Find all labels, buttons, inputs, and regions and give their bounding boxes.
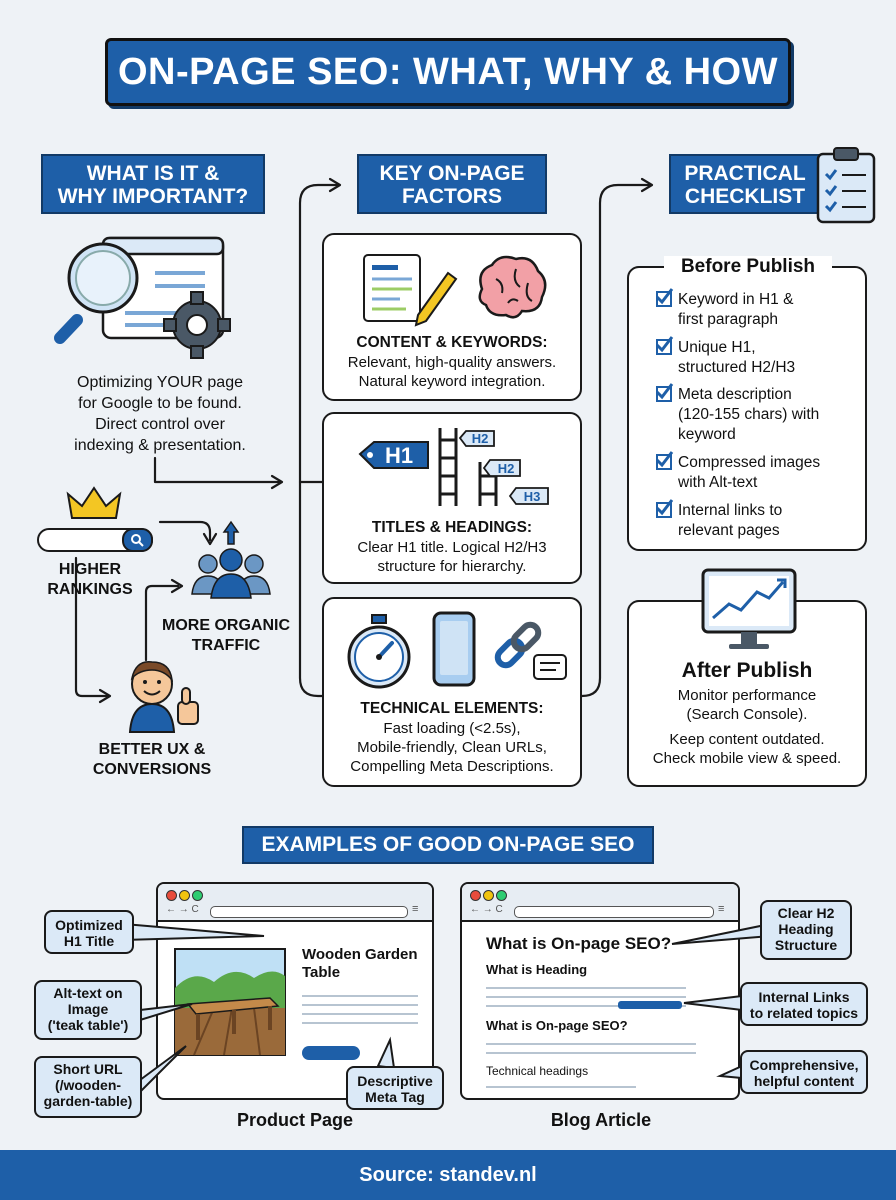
factor-technical-line: Compelling Meta Descriptions. bbox=[350, 758, 554, 775]
smartphone-icon bbox=[432, 611, 476, 687]
address-bar[interactable] bbox=[210, 906, 408, 918]
menu-icon[interactable]: ≡ bbox=[412, 903, 419, 915]
h2-tag-label: H2 bbox=[472, 431, 489, 446]
close-dot-icon[interactable] bbox=[470, 890, 481, 901]
people-icon bbox=[191, 520, 271, 599]
callout-clear-h2: Clear H2 Heading Structure bbox=[760, 900, 852, 960]
factor-card-content: CONTENT & KEYWORDS: Relevant, high-quali… bbox=[322, 233, 582, 401]
brain-icon bbox=[478, 255, 547, 319]
crown-icon bbox=[66, 486, 122, 519]
gear-icon bbox=[163, 291, 231, 359]
product-buy-button[interactable] bbox=[302, 1046, 360, 1060]
checklist-item: Internal links to relevant pages bbox=[655, 499, 888, 541]
checklist-item: Meta description (120-155 chars) with ke… bbox=[655, 383, 888, 445]
minimize-dot-icon[interactable] bbox=[179, 890, 190, 901]
callout-internal-links: Internal Links to related topics bbox=[740, 982, 868, 1026]
blog-sub-heading-1: What is Heading bbox=[486, 962, 588, 977]
chain-link-icon bbox=[494, 621, 567, 680]
factor-card-technical: TECHNICAL ELEMENTS: Fast loading (<2.5s)… bbox=[322, 597, 582, 787]
blog-sub-heading-3: Technical headings bbox=[486, 1064, 589, 1078]
blog-article-browser: ← → C ≡ What is On-page SEO? What is Hea… bbox=[460, 882, 740, 1100]
internal-link-highlight[interactable] bbox=[618, 1001, 682, 1009]
factor-content-line: Relevant, high-quality answers. bbox=[347, 354, 557, 371]
product-title: Wooden Garden bbox=[302, 946, 418, 963]
factor-content-title: CONTENT & KEYWORDS: bbox=[356, 334, 548, 351]
callout-short-url: Short URL (/wooden- garden-table) bbox=[34, 1056, 142, 1118]
page-title-banner: ON-PAGE SEO: WHAT, WHY & HOW bbox=[105, 38, 791, 106]
footer-source-text: Source: standev.nl bbox=[359, 1164, 537, 1186]
factor-content-line: Natural keyword integration. bbox=[358, 373, 546, 390]
blog-sub-heading-2: What is On-page SEO? bbox=[486, 1018, 628, 1033]
benefit-more-organic-traffic: MORE ORGANIC TRAFFIC bbox=[162, 617, 290, 654]
checklist-item: Keyword in H1 & first paragraph bbox=[655, 288, 888, 330]
minimize-dot-icon[interactable] bbox=[483, 890, 494, 901]
benefit-better-ux: BETTER UX & CONVERSIONS bbox=[92, 741, 212, 778]
monitor-chart-icon bbox=[701, 568, 797, 649]
smiley-thumbs-up-icon bbox=[128, 661, 199, 733]
col1-heading: WHAT IS IT & WHY IMPORTANT? bbox=[41, 154, 265, 214]
product-page-browser: ← → C ≡ Wooden Garden Table bbox=[156, 882, 434, 1100]
stopwatch-icon bbox=[347, 614, 411, 689]
h3-tag-label: H3 bbox=[524, 489, 541, 504]
product-page-caption: Product Page bbox=[236, 1110, 354, 1130]
factor-technical-line: Mobile-friendly, Clean URLs, bbox=[357, 739, 547, 756]
maximize-dot-icon[interactable] bbox=[192, 890, 203, 901]
menu-icon[interactable]: ≡ bbox=[718, 903, 725, 915]
factor-card-headings: H1 H2 H2 H3 TITLES & HEADINGS: Clear H1 … bbox=[322, 412, 582, 584]
ladder-icon: H1 H2 H2 H3 bbox=[358, 428, 549, 506]
product-image bbox=[174, 948, 286, 1056]
factor-headings-title: TITLES & HEADINGS: bbox=[371, 519, 533, 536]
checklist-item: Unique H1, structured H2/H3 bbox=[655, 336, 888, 378]
col2-heading: KEY ON-PAGE FACTORS bbox=[357, 154, 547, 214]
callout-optimized-h1: Optimized H1 Title bbox=[44, 910, 134, 954]
blog-h1: What is On-page SEO? bbox=[486, 934, 672, 953]
before-publish-title: Before Publish bbox=[664, 256, 832, 278]
address-bar[interactable] bbox=[514, 906, 714, 918]
nav-arrows-icon[interactable]: ← → C bbox=[470, 904, 503, 915]
nav-arrows-icon[interactable]: ← → C bbox=[166, 904, 199, 915]
factor-technical-line: Fast loading (<2.5s), bbox=[383, 720, 521, 737]
checklist-item: Compressed images with Alt-text bbox=[655, 451, 888, 493]
clipboard-icon bbox=[816, 147, 876, 224]
document-pencil-icon bbox=[363, 254, 458, 327]
callout-meta-tag: Descriptive Meta Tag bbox=[346, 1066, 444, 1110]
col3-heading: PRACTICAL CHECKLIST bbox=[669, 154, 821, 214]
h1-tag-label: H1 bbox=[385, 443, 413, 468]
maximize-dot-icon[interactable] bbox=[496, 890, 507, 901]
factor-headings-line: Clear H1 title. Logical H2/H3 bbox=[357, 539, 547, 556]
product-text-lines bbox=[302, 988, 418, 1028]
after-publish-title: After Publish bbox=[681, 659, 813, 682]
page-title: ON-PAGE SEO: WHAT, WHY & HOW bbox=[118, 51, 778, 93]
examples-heading: EXAMPLES OF GOOD ON-PAGE SEO bbox=[242, 826, 654, 864]
close-dot-icon[interactable] bbox=[166, 890, 177, 901]
factor-technical-title: TECHNICAL ELEMENTS: bbox=[360, 700, 544, 717]
h2-tag-label: H2 bbox=[498, 461, 515, 476]
search-bar-icon bbox=[37, 528, 153, 552]
benefit-higher-rankings: HIGHER RANKINGS bbox=[47, 561, 133, 598]
blog-article-caption: Blog Article bbox=[550, 1110, 652, 1130]
col1-description: Optimizing YOUR page for Google to be fo… bbox=[74, 374, 246, 454]
callout-comprehensive-content: Comprehensive, helpful content bbox=[740, 1050, 868, 1094]
after-publish-card: After Publish Monitor performance (Searc… bbox=[627, 568, 867, 787]
callout-alt-text: Alt-text on Image ('teak table') bbox=[34, 980, 142, 1040]
footer-source: Source: standev.nl bbox=[0, 1150, 896, 1200]
factor-headings-line: structure for hierarchy. bbox=[377, 558, 527, 575]
